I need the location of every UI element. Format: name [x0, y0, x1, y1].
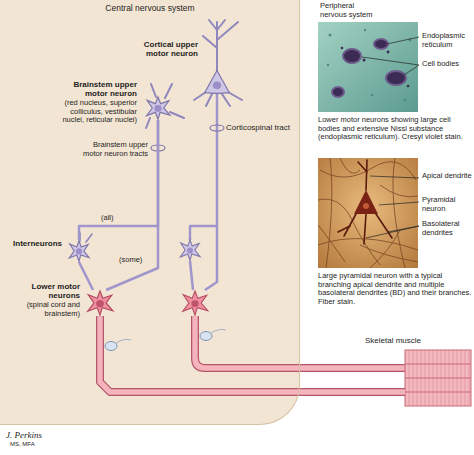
text-slot: Brainstem upper motor neuron tracts — [80, 141, 148, 158]
cell-outline — [205, 70, 229, 93]
neuron-label: Interneurons — [8, 239, 62, 248]
interneuron: Interneurons — [68, 240, 90, 262]
cell-body — [204, 70, 230, 94]
cell-body — [68, 240, 90, 262]
tract-label: Brainstem upper motor neuron tracts — [80, 141, 148, 158]
lower-motor-neuron: Lower motor neurons(spinal cord and brai… — [86, 290, 114, 316]
brainstem-neuron: Brainstem upper motor neuron(red nucleus… — [145, 96, 171, 120]
callout-label: Cell bodies — [422, 60, 472, 69]
micrograph: Endoplasmic reticulumCell bodiesLower mo… — [318, 22, 418, 112]
lower-motor-neuron-cell — [183, 291, 208, 315]
text-slot: Apical dendrite — [422, 172, 472, 181]
cns-region: Central nervous systemCortical upper mot… — [0, 0, 300, 425]
cortical-dendrites — [194, 20, 242, 106]
cell-outline — [147, 97, 170, 119]
text-slot: (red nucleus, superior colliculus, vesti… — [53, 99, 137, 125]
text-slot: Endoplasmic reticulum — [422, 32, 472, 49]
text-slot: Large pyramidal neuron with a typical br… — [318, 272, 472, 307]
schwann-cell — [105, 329, 226, 350]
cell-body — [145, 96, 171, 120]
edge-label: (some) — [118, 256, 143, 265]
text-slot: (some) — [118, 256, 143, 265]
callout-label: Basolateral dendrites — [422, 220, 472, 237]
text-slot: Lower motor neurons showing large cell b… — [318, 116, 472, 142]
edge-label: (all) — [100, 214, 115, 223]
micrograph-pyramidal — [318, 158, 418, 268]
region-title: Peripheral nervous system — [320, 2, 382, 19]
callout-label: Apical dendrite — [422, 172, 472, 181]
axon-path — [79, 120, 158, 240]
brainstem-dendrites — [146, 84, 184, 128]
signature: J. Perkins — [6, 430, 86, 440]
neuron-label: Brainstem upper motor neuron — [53, 80, 137, 98]
text-slot: Skeletal muscle — [365, 336, 445, 345]
neuron-note: (spinal cord and brainstem) — [6, 301, 80, 318]
callout-label: Endoplasmic reticulum — [422, 32, 472, 49]
region-title: Central nervous system — [0, 4, 300, 14]
cell-outline — [69, 241, 89, 261]
text-slot: Brainstem upper motor neuron — [53, 80, 137, 98]
micrograph: Apical dendritePyramidal neuronBasolater… — [318, 158, 418, 268]
cell-nucleus — [154, 105, 161, 112]
interneuron-cell — [180, 240, 200, 260]
text-slot: Peripheral nervous system — [320, 2, 382, 19]
leader-line — [366, 176, 419, 238]
text-slot: Lower motor neurons — [6, 282, 80, 300]
tract-ring — [210, 125, 224, 131]
axon-path — [100, 316, 405, 392]
text-slot: Interneurons — [8, 239, 62, 248]
text-slot: Pyramidal neuron — [422, 196, 472, 213]
text-slot: Cell bodies — [422, 60, 472, 69]
axon-connector — [100, 316, 405, 392]
part-label: Skeletal muscle — [365, 336, 445, 345]
axon-connector — [79, 120, 158, 240]
cns-ground — [0, 0, 300, 425]
neuron-note: (red nucleus, superior colliculus, vesti… — [53, 99, 137, 125]
text-slot: Central nervous system — [0, 4, 300, 14]
skeletal-muscle: Skeletal muscle — [405, 350, 471, 406]
neuron-label: Lower motor neurons — [6, 282, 80, 300]
cell-nucleus — [213, 82, 221, 90]
cell-nucleus — [96, 300, 104, 307]
text-slot: J. Perkins — [6, 430, 86, 440]
figure-caption: Lower motor neurons showing large cell b… — [318, 116, 472, 142]
callout-label: Pyramidal neuron — [422, 196, 472, 213]
figure-caption: Large pyramidal neuron with a typical br… — [318, 272, 472, 307]
text-slot: Corticospinal tract — [226, 123, 298, 132]
interneuron-dendrites — [80, 233, 92, 242]
neuron-label: Cortical upper motor neuron — [126, 40, 198, 58]
cortical-axon — [190, 94, 217, 290]
signature: MS, MFA — [10, 441, 70, 448]
leader-line — [362, 37, 419, 75]
cell-outline — [88, 291, 113, 315]
axon-path — [100, 316, 405, 392]
micrograph-nissl — [318, 22, 418, 112]
cortical-neuron: Cortical upper motor neuron — [204, 70, 230, 94]
text-slot: (all) — [100, 214, 115, 223]
tract-label: Corticospinal tract — [226, 123, 298, 132]
muscle-fibers — [405, 350, 471, 406]
cell-body — [86, 290, 114, 316]
text-slot: Cortical upper motor neuron — [126, 40, 198, 58]
text-slot: MS, MFA — [10, 441, 70, 448]
text-slot: (spinal cord and brainstem) — [6, 301, 80, 318]
axon-path — [79, 262, 93, 290]
axon-connector — [79, 262, 93, 290]
text-slot: Basolateral dendrites — [422, 220, 472, 237]
cell-nucleus — [76, 248, 82, 254]
